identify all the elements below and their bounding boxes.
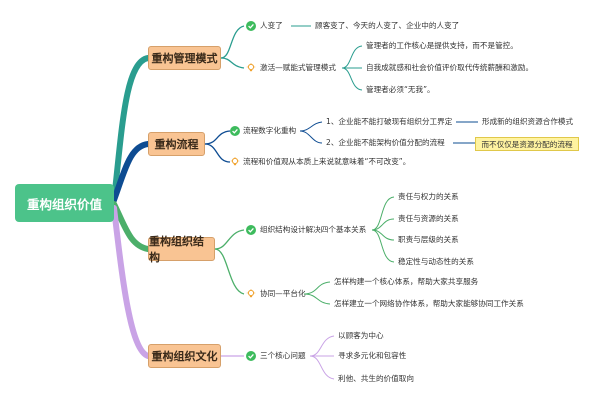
lightbulb-icon bbox=[230, 157, 240, 166]
check-icon bbox=[246, 21, 256, 31]
detail-text: 顾客变了、今天的人变了、企业中的人变了 bbox=[315, 21, 460, 30]
detail-text: 责任与资源的关系 bbox=[398, 214, 459, 223]
detail-text: 责任与权力的关系 bbox=[398, 192, 459, 201]
detail-text: 2、企业能不能架构价值分配的流程 bbox=[326, 138, 445, 147]
detail-text: 怎样构建一个核心体系，帮助大家共享服务 bbox=[334, 277, 479, 286]
check-icon bbox=[246, 225, 256, 235]
detail-text: 职责与层级的关系 bbox=[398, 235, 459, 244]
item-four-relations: 组织结构设计解决四个基本关系 bbox=[260, 225, 367, 234]
branch-node-structure: 重构组织结构 bbox=[148, 235, 215, 264]
branch-node-management: 重构管理模式 bbox=[148, 46, 221, 70]
lightbulb-icon bbox=[246, 63, 256, 72]
check-icon bbox=[246, 351, 256, 361]
item-process-digital: 流程数字化重构 bbox=[243, 126, 297, 135]
detail-text: 1、企业能不能打破现有组织分工界定 bbox=[326, 117, 453, 126]
detail-text: 管理者必须“无我”。 bbox=[366, 85, 435, 94]
detail-text: 管理者的工作核心是提供支持，而不是管控。 bbox=[366, 41, 518, 50]
detail-text: 寻求多元化和包容性 bbox=[338, 351, 407, 360]
detail-text: 形成新的组织资源合作模式 bbox=[482, 117, 574, 126]
branch-node-culture: 重构组织文化 bbox=[148, 344, 221, 368]
detail-text: 自我成就感和社会价值评价取代传统薪酬和激励。 bbox=[366, 63, 534, 72]
check-icon bbox=[230, 126, 240, 136]
branch-node-process: 重构流程 bbox=[148, 132, 205, 156]
detail-text: 利他、共生的价值取向 bbox=[338, 374, 414, 383]
detail-text: 稳定性与动态性的关系 bbox=[398, 257, 474, 266]
item-empowerment-mode: 激活—赋能式管理模式 bbox=[260, 63, 336, 72]
lightbulb-icon bbox=[246, 289, 256, 298]
branch-line-1 bbox=[111, 55, 151, 203]
item-collaboration-platform: 协同—平台化 bbox=[260, 289, 306, 298]
detail-text: 以顾客为中心 bbox=[338, 331, 384, 340]
item-people-changed: 人变了 bbox=[260, 21, 283, 30]
item-three-core-issues: 三个核心问题 bbox=[260, 351, 306, 360]
root-node: 重构组织价值 bbox=[15, 184, 114, 222]
branch-line-2 bbox=[111, 141, 151, 203]
highlight-box: 而不仅仅是资源分配的流程 bbox=[475, 137, 579, 151]
branch-line-4 bbox=[111, 205, 151, 359]
detail-text: 怎样建立一个网络协作体系，帮助大家能够协同工作关系 bbox=[334, 299, 524, 308]
item-process-values: 流程和价值观从本质上来说就意味着“不可改变”。 bbox=[243, 157, 411, 166]
